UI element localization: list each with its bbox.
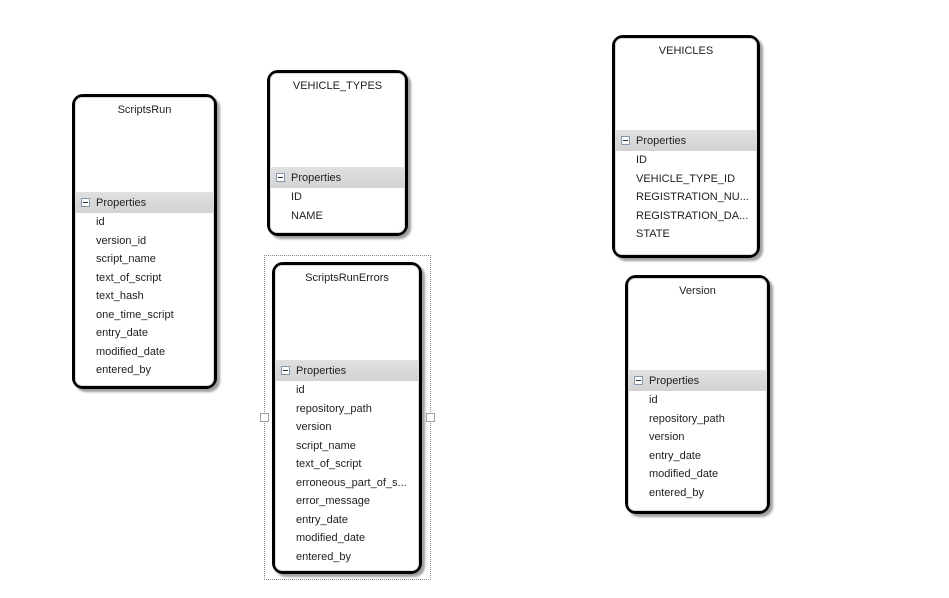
selection-handle-left[interactable] [260, 413, 269, 422]
entity-title: ScriptsRunErrors [305, 272, 389, 284]
entity-vehicle-types[interactable]: VEHICLE_TYPES Properties ID NAME [267, 70, 408, 236]
properties-section-header[interactable]: Properties [275, 360, 419, 381]
entity-title: ScriptsRun [117, 104, 172, 116]
entity-title: Version [679, 285, 716, 297]
property-row[interactable]: erroneous_part_of_s... [296, 476, 407, 489]
entity-scriptsrun[interactable]: ScriptsRun Properties id version_id scri… [72, 94, 217, 389]
property-row[interactable]: id [649, 394, 658, 406]
property-list: id repository_path version script_name t… [275, 381, 419, 566]
minus-line [83, 202, 88, 203]
property-row[interactable]: text_hash [96, 290, 144, 302]
properties-section-header[interactable]: Properties [628, 370, 767, 391]
property-row[interactable]: text_of_script [96, 271, 162, 284]
property-row[interactable]: STATE [636, 228, 670, 240]
entity-vehicles[interactable]: VEHICLES Properties ID VEHICLE_TYPE_ID R… [612, 35, 760, 258]
property-row[interactable]: entry_date [649, 449, 701, 462]
property-row[interactable]: NAME [291, 209, 323, 222]
properties-label: Properties [96, 196, 147, 209]
collapse-minus-icon[interactable] [634, 376, 643, 385]
entity-scriptsrunerrors[interactable]: ScriptsRunErrors Properties id repositor… [272, 262, 422, 574]
property-list: ID NAME [270, 188, 405, 225]
property-list: ID VEHICLE_TYPE_ID REGISTRATION_NU... RE… [615, 151, 757, 244]
property-row[interactable]: entry_date [96, 327, 148, 339]
property-row[interactable]: script_name [296, 439, 356, 452]
property-row[interactable]: VEHICLE_TYPE_ID [636, 172, 736, 185]
property-row[interactable]: id [96, 216, 105, 228]
entity-title: VEHICLE_TYPES [292, 80, 383, 92]
property-row[interactable]: repository_path [296, 402, 372, 415]
property-row[interactable]: script_name [96, 253, 156, 265]
entity-title: VEHICLES [658, 45, 714, 57]
property-row[interactable]: id [296, 384, 305, 396]
property-row[interactable]: modified_date [649, 468, 719, 480]
properties-section-header[interactable]: Properties [270, 167, 405, 188]
property-row[interactable]: ID [636, 154, 647, 166]
collapse-minus-icon[interactable] [276, 173, 285, 182]
property-row[interactable]: text_of_script [296, 458, 362, 470]
properties-section-header[interactable]: Properties [615, 130, 757, 151]
property-row[interactable]: entered_by [649, 486, 705, 499]
minus-line [283, 370, 288, 371]
property-row[interactable]: REGISTRATION_NU... [636, 191, 749, 203]
minus-line [636, 380, 641, 381]
property-row[interactable]: one_time_script [96, 308, 174, 321]
property-row[interactable]: repository_path [649, 412, 725, 425]
property-row[interactable]: modified_date [296, 532, 366, 544]
property-row[interactable]: entry_date [296, 513, 348, 526]
property-row[interactable]: modified_date [96, 345, 166, 358]
properties-label: Properties [291, 171, 342, 184]
minus-line [623, 140, 628, 141]
property-list: id repository_path version entry_date mo… [628, 391, 767, 502]
property-row[interactable]: ID [291, 191, 302, 203]
minus-line [278, 177, 283, 178]
selection-handle-right[interactable] [426, 413, 435, 422]
properties-label: Properties [649, 374, 700, 387]
property-row[interactable]: version [649, 431, 685, 443]
property-list: id version_id script_name text_of_script… [75, 213, 214, 380]
properties-section-header[interactable]: Properties [75, 192, 214, 213]
property-row[interactable]: entered_by [296, 550, 352, 563]
collapse-minus-icon[interactable] [621, 136, 630, 145]
entity-version[interactable]: Version Properties id repository_path ve… [625, 275, 770, 514]
property-row[interactable]: error_message [296, 495, 370, 507]
collapse-minus-icon[interactable] [81, 198, 90, 207]
property-row[interactable]: REGISTRATION_DA... [636, 209, 749, 222]
property-row[interactable]: version [296, 421, 332, 433]
properties-label: Properties [296, 364, 347, 377]
property-row[interactable]: entered_by [96, 364, 152, 376]
collapse-minus-icon[interactable] [281, 366, 290, 375]
properties-label: Properties [636, 134, 687, 147]
property-row[interactable]: version_id [96, 234, 147, 247]
